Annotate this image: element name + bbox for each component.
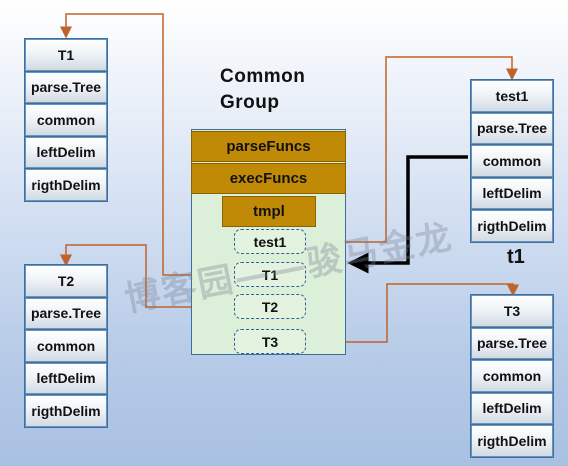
- instance-label: t1: [507, 246, 525, 268]
- connector-test1: [306, 56, 518, 243]
- template-t2: T2 parse.Tree common leftDelim rigthDeli…: [24, 264, 108, 428]
- field-common: common: [25, 330, 107, 362]
- template-test1: test1 parse.Tree common leftDelim rigthD…: [470, 79, 554, 243]
- template-name: test1: [471, 80, 553, 112]
- template-name: T2: [25, 265, 107, 297]
- field-left-delim: leftDelim: [471, 392, 553, 424]
- slot-t3: T3: [234, 329, 306, 354]
- connector-t3: [306, 283, 519, 343]
- field-left-delim: leftDelim: [25, 362, 107, 394]
- field-parse-tree: parse.Tree: [471, 327, 553, 359]
- tmpl-bar: tmpl: [222, 196, 316, 227]
- field-parse-tree: parse.Tree: [471, 112, 553, 144]
- field-common: common: [471, 360, 553, 392]
- connector-t1: [60, 13, 234, 276]
- exec-funcs-bar: execFuncs: [191, 163, 346, 194]
- template-t1: T1 parse.Tree common leftDelim rigthDeli…: [24, 38, 108, 202]
- template-t3: T3 parse.Tree common leftDelim rigthDeli…: [470, 294, 554, 458]
- field-left-delim: leftDelim: [25, 136, 107, 168]
- template-name: T3: [471, 295, 553, 327]
- slot-test1: test1: [234, 229, 306, 254]
- field-parse-tree: parse.Tree: [25, 71, 107, 103]
- field-parse-tree: parse.Tree: [25, 297, 107, 329]
- field-right-delim: rigthDelim: [471, 425, 553, 457]
- field-right-delim: rigthDelim: [25, 395, 107, 427]
- field-common: common: [471, 145, 553, 177]
- field-right-delim: rigthDelim: [471, 210, 553, 242]
- group-title: Common Group: [220, 66, 306, 113]
- field-common: common: [25, 104, 107, 136]
- connector-t2: [60, 244, 234, 308]
- connector-common-pointer: [347, 155, 468, 274]
- slot-t1: T1: [234, 262, 306, 287]
- field-left-delim: leftDelim: [471, 177, 553, 209]
- parse-funcs-bar: parseFuncs: [191, 131, 346, 162]
- slot-t2: T2: [234, 294, 306, 319]
- template-name: T1: [25, 39, 107, 71]
- field-right-delim: rigthDelim: [25, 169, 107, 201]
